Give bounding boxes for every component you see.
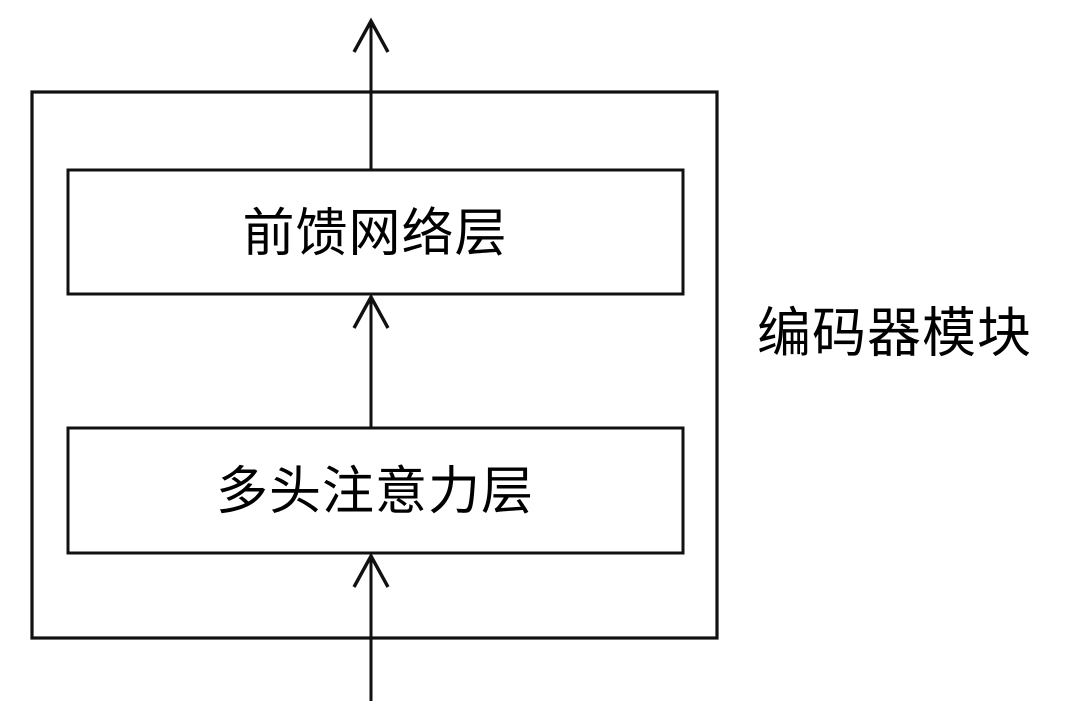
feed-forward-layer-box[interactable]: [66, 168, 685, 296]
input-arrow-head-icon: [352, 552, 390, 588]
encoder-module-boundary: [30, 90, 719, 640]
multi-head-attention-layer-box[interactable]: [66, 426, 685, 555]
attention-to-ffn-arrow-head-icon: [352, 293, 390, 329]
feed-forward-layer-label: 前馈网络层: [242, 204, 507, 264]
multi-head-attention-layer-label: 多头注意力层: [216, 462, 534, 522]
output-arrow-head-icon: [352, 17, 390, 53]
encoder-module-label: 编码器模块: [757, 302, 1032, 365]
